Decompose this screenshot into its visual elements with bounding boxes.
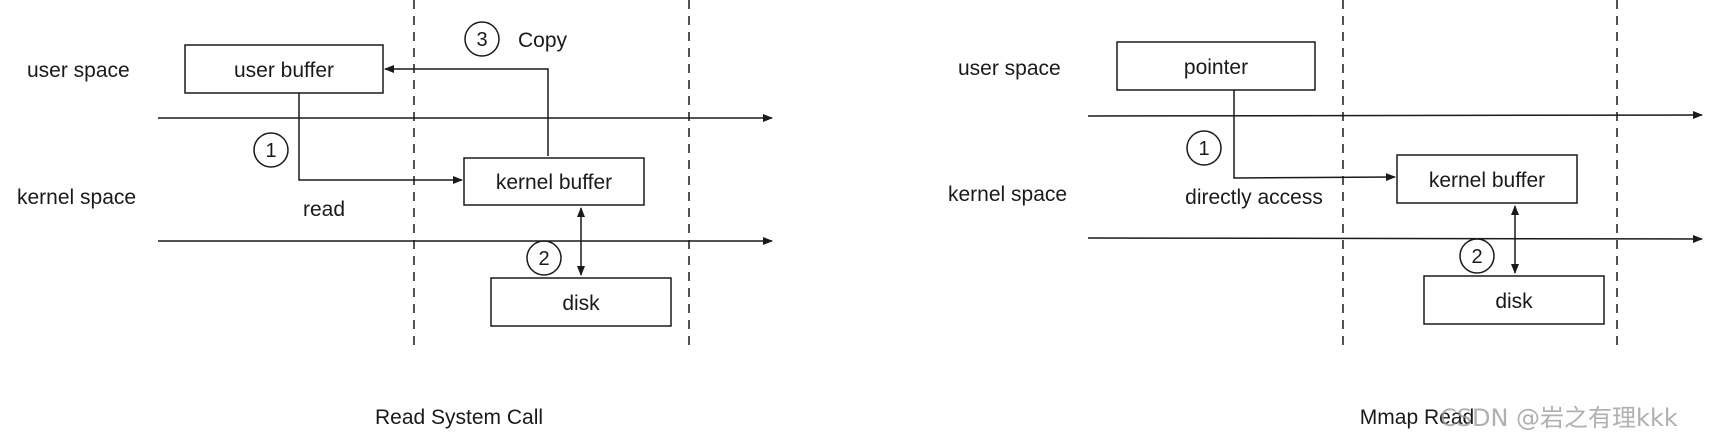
pointer-label: pointer <box>1184 56 1248 79</box>
left-step3-circle <box>464 21 500 57</box>
right-diagram-caption: Mmap Read <box>1360 406 1474 429</box>
right-disk-label: disk <box>1495 290 1533 313</box>
right-step2-number: 2 <box>1471 246 1482 268</box>
right-kernel-space-label: kernel space <box>948 183 1067 206</box>
read-label: read <box>303 198 345 221</box>
copy-arrow <box>384 65 549 156</box>
right-user-space-boundary-arrow <box>1087 111 1703 120</box>
left-kernel-space-label: kernel space <box>17 186 136 209</box>
right-kernel-buffer-box <box>1396 154 1578 204</box>
right-user-space-label: user space <box>958 57 1061 80</box>
left-step2-circle <box>526 240 562 276</box>
user-buffer-box <box>184 44 384 94</box>
left-diagram-caption: Read System Call <box>375 406 543 429</box>
left-step2-number: 2 <box>538 248 549 270</box>
user-buffer-label: user buffer <box>234 59 334 82</box>
pointer-box <box>1116 41 1316 91</box>
right-kernel-space-boundary-arrow <box>1087 234 1703 243</box>
left-user-space-label: user space <box>27 59 130 82</box>
copy-label: Copy <box>518 29 568 52</box>
left-step3-number: 3 <box>476 29 487 51</box>
left-kernel-buffer-box <box>463 157 645 206</box>
left-kernel-buffer-label: kernel buffer <box>496 171 612 194</box>
read-arrow <box>298 93 463 184</box>
read-system-call-diagram: user space kernel space user buffer kern… <box>17 0 773 429</box>
mmap-read-diagram: user space kernel space pointer kernel b… <box>948 0 1703 429</box>
right-kernel-buffer-label: kernel buffer <box>1429 169 1545 192</box>
left-step1-number: 1 <box>265 140 276 162</box>
left-disk-label: disk <box>562 292 600 315</box>
left-step1-circle <box>253 132 289 168</box>
right-step1-circle <box>1186 130 1222 166</box>
directly-access-label: directly access <box>1185 186 1323 209</box>
right-step2-circle <box>1459 238 1495 274</box>
direct-access-arrow <box>1233 90 1396 182</box>
left-disk-box <box>490 277 672 327</box>
right-disk-box <box>1423 275 1605 325</box>
csdn-watermark: CSDN @岩之有理kkk <box>1440 404 1678 432</box>
right-step1-number: 1 <box>1198 138 1209 160</box>
